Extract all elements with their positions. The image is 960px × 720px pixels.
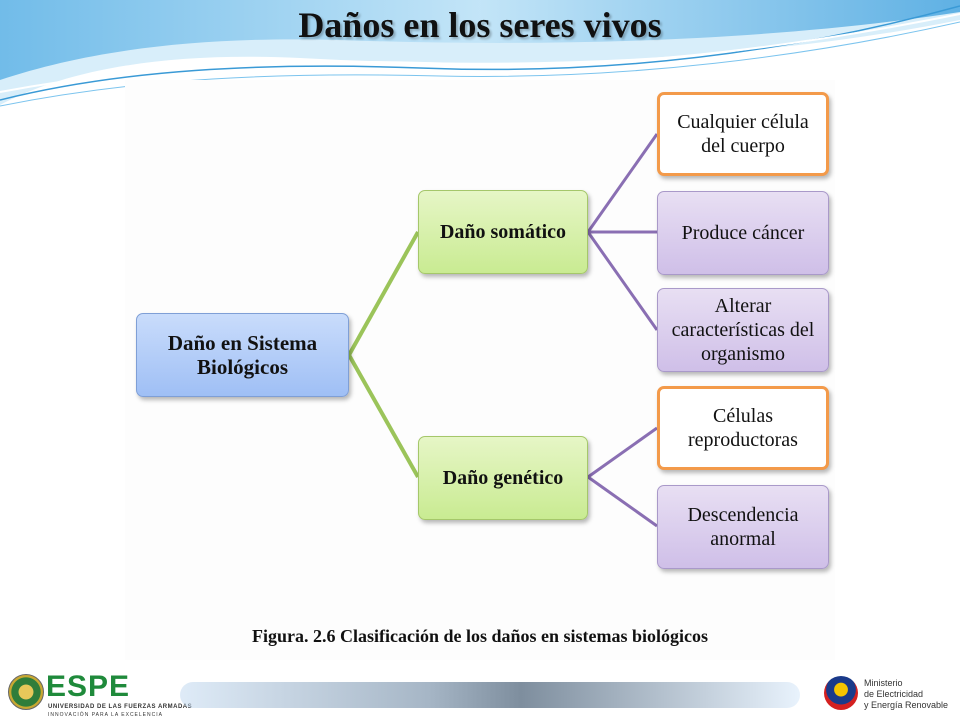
- leaf-node-produce-cancer: Produce cáncer: [657, 191, 829, 275]
- espe-slogan: INNOVACIÓN PARA LA EXCELENCIA: [48, 712, 163, 718]
- espe-logo-text: ESPE: [46, 670, 131, 703]
- connector-genetic-child-1: [587, 426, 658, 479]
- ministry-text-line-1: Ministerio: [864, 678, 903, 688]
- slide-title: Daños en los seres vivos: [298, 5, 662, 45]
- leaf-node-cualquier-celula: Cualquier célula del cuerpo: [657, 92, 829, 176]
- ministry-text-line-2: de Electricidad: [864, 689, 924, 699]
- ministry-logo: Ministerio de Electricidad y Energía Ren…: [820, 672, 950, 716]
- ministry-text-line-3: y Energía Renovable: [864, 700, 949, 710]
- footer-decorative-bar: [180, 682, 800, 708]
- espe-seal-icon: [8, 674, 44, 710]
- branch-node-somatic: Daño somático: [418, 190, 588, 274]
- branch-node-genetic: Daño genético: [418, 436, 588, 520]
- ministry-emblem-icon: [824, 676, 858, 710]
- espe-university-name: UNIVERSIDAD DE LAS FUERZAS ARMADAS: [48, 704, 193, 710]
- connector-genetic-child-2: [587, 475, 658, 528]
- header-wave-decoration: [0, 0, 960, 107]
- connector-somatic-child-3: [586, 231, 659, 331]
- connector-root-genetic: [347, 354, 420, 478]
- connector-root-somatic: [347, 231, 420, 356]
- leaf-node-descendencia-anormal: Descendencia anormal: [657, 485, 829, 569]
- leaf-node-celulas-reproductoras: Células reproductoras: [657, 386, 829, 470]
- figure-caption: Figura. 2.6 Clasificación de los daños e…: [251, 626, 709, 646]
- footer: ESPE UNIVERSIDAD DE LAS FUERZAS ARMADAS …: [0, 668, 960, 720]
- root-node: Daño en Sistema Biológicos: [136, 313, 349, 397]
- leaf-node-alterar-caracteristicas: Alterar características del organismo: [657, 288, 829, 372]
- connector-somatic-child-1: [586, 133, 659, 233]
